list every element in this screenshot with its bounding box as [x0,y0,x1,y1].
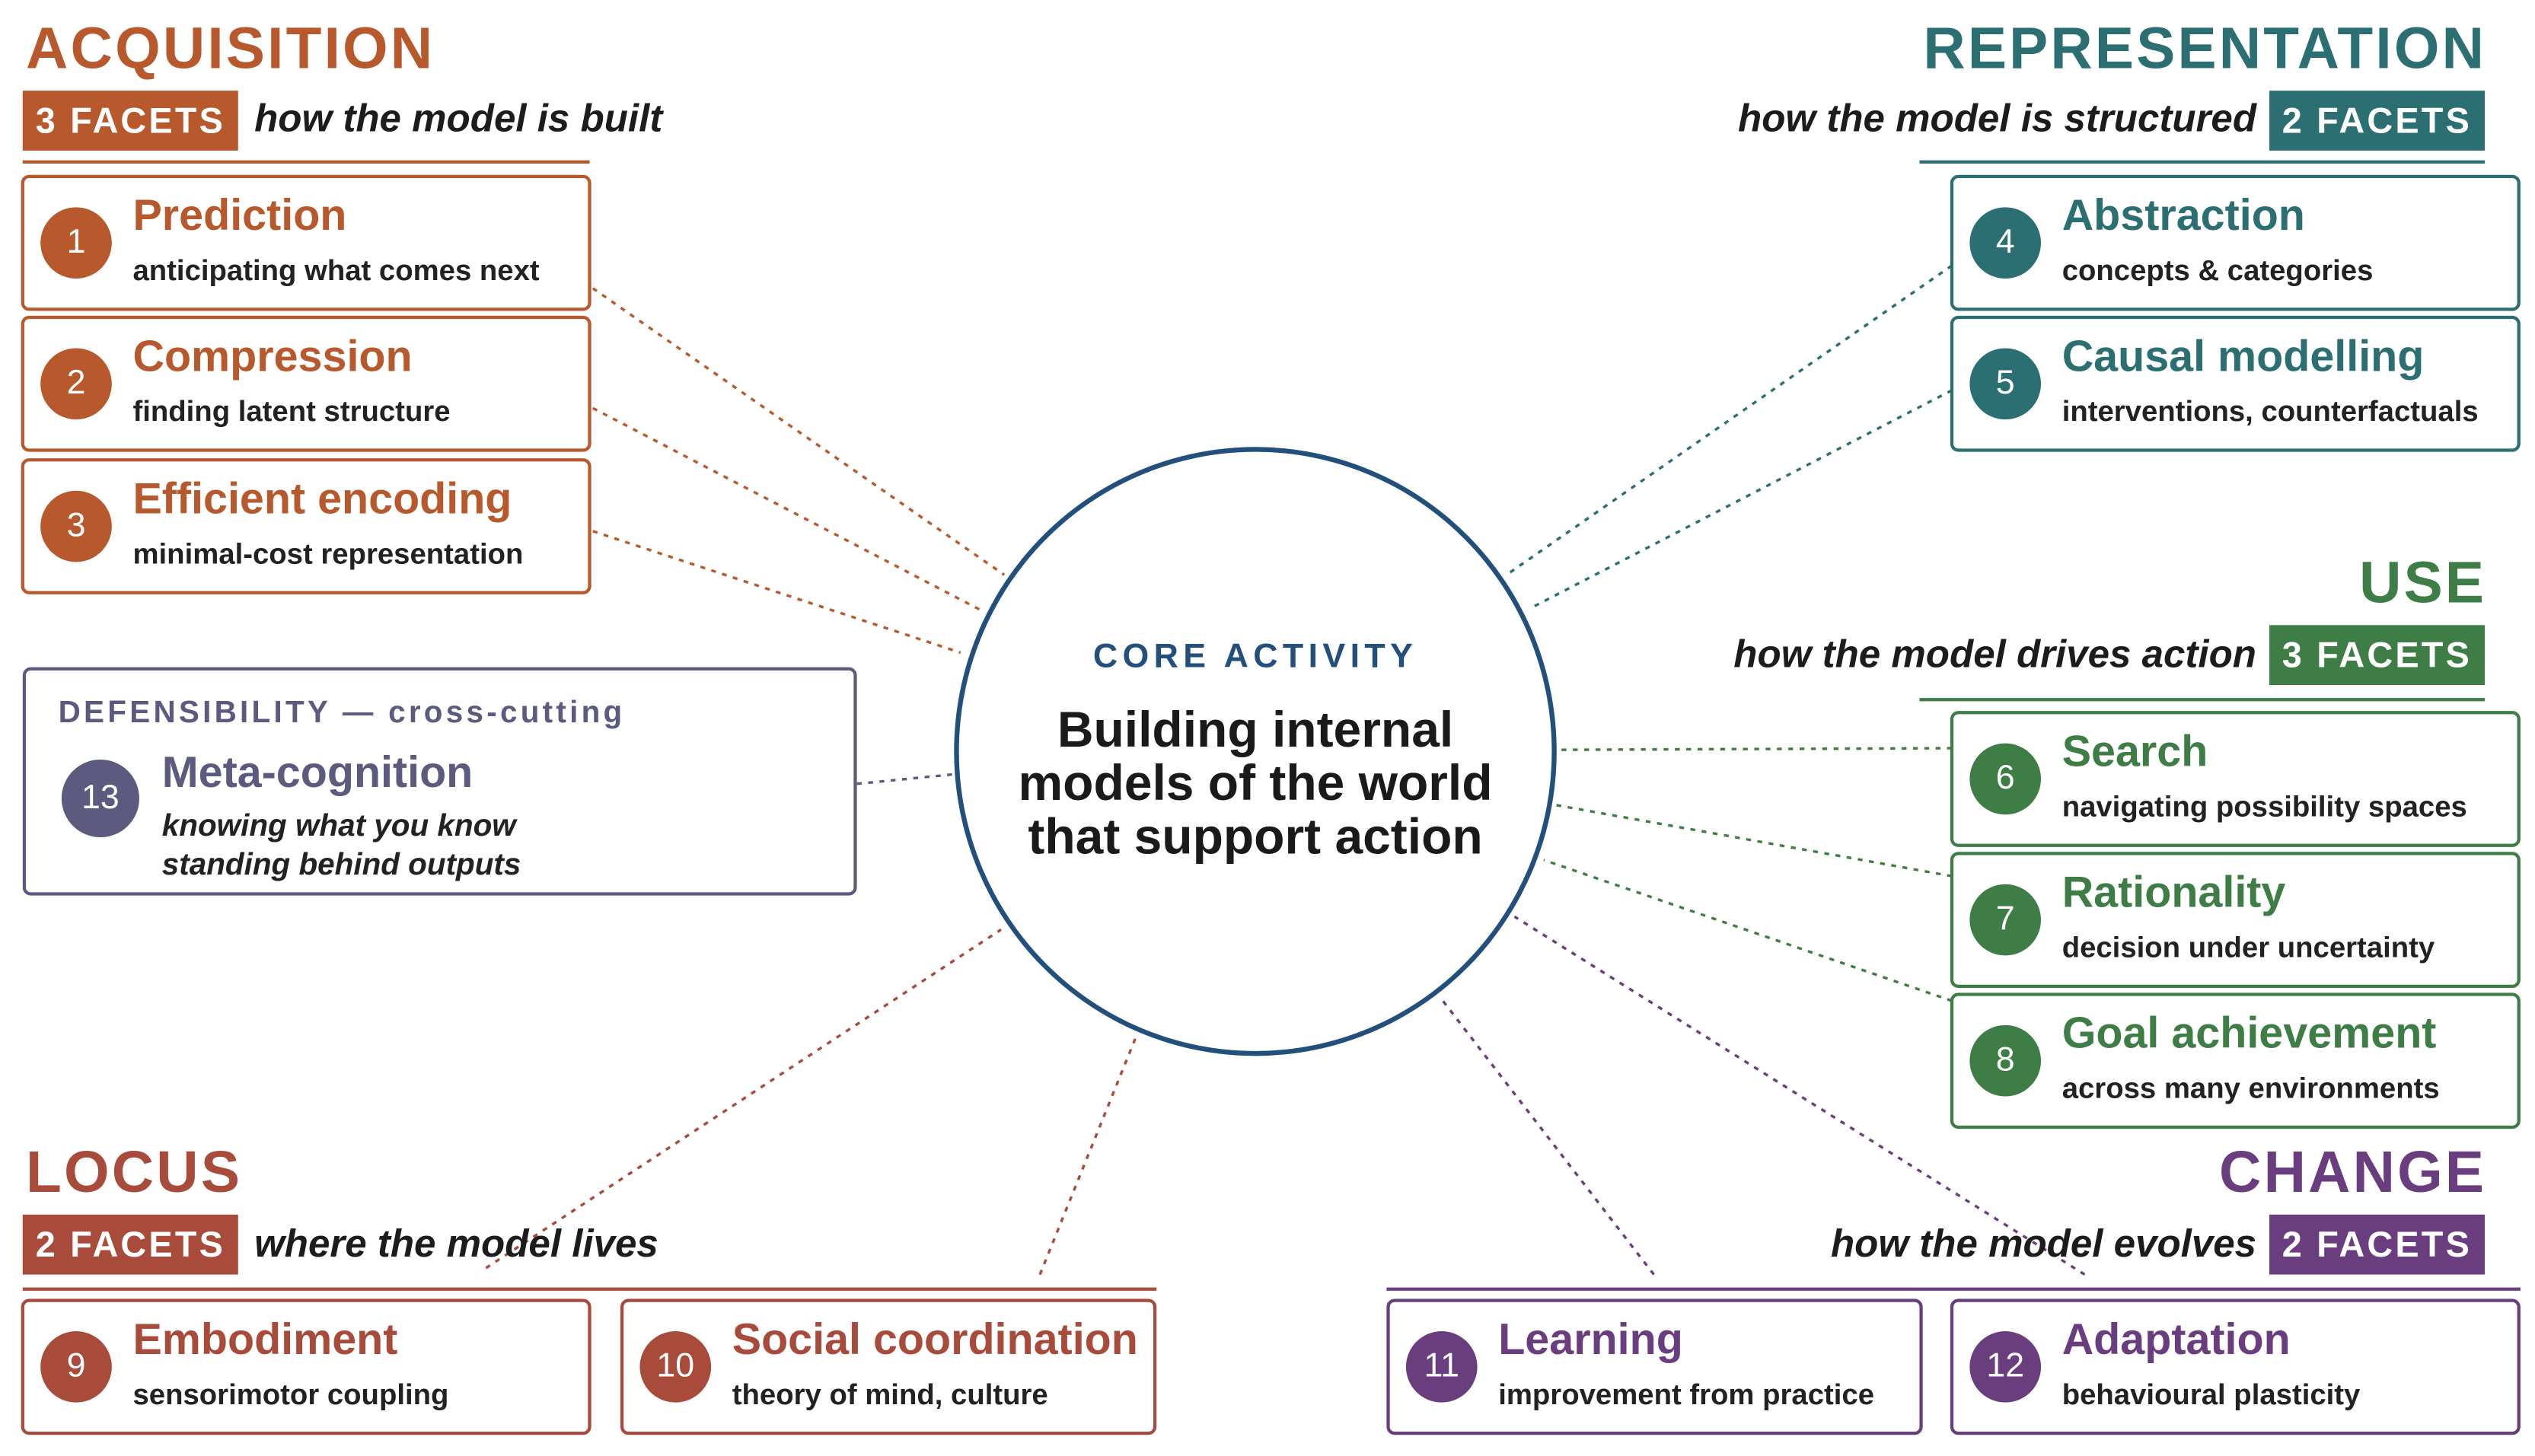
core-line-2: models of the world [1018,754,1493,812]
facet-number-badge: 10 [639,1331,712,1403]
facet-subtitle: theory of mind, culture [732,1378,1048,1411]
use-title: USE [2359,549,2487,616]
facet-subtitle: across many environments [2061,1072,2440,1105]
facet-subtitle: interventions, counterfactuals [2061,395,2479,428]
facet-subtitle: concepts & categories [2061,254,2374,287]
locus-rule [22,1287,1157,1291]
facet-number-badge: 3 [40,490,112,562]
facet-number-badge: 13 [61,759,139,838]
connector-goal-achievement [1543,859,1953,1002]
representation-badge: 2 FACETS [2269,91,2486,151]
facet-title: Efficient encoding [132,474,512,524]
facet-prediction[interactable]: 1 Prediction anticipating what comes nex… [21,174,592,311]
facet-subtitle: decision under uncertainty [2061,931,2435,964]
defensibility-label: DEFENSIBILITY — cross-cutting [58,696,626,731]
use-rule [1919,698,2486,702]
core-activity-circle: CORE ACTIVITY Building internal models o… [954,447,1557,1056]
facet-title: Abstraction [2061,191,2305,240]
change-tagline: how the model evolves [1830,1222,2257,1266]
acquisition-tagline: how the model is built [254,97,663,142]
facet-number-badge: 2 [40,348,112,420]
use-tagline: how the model drives action [1733,632,2257,677]
representation-tagline: how the model is structured [1738,97,2257,142]
locus-tagline: where the model lives [254,1222,658,1266]
connector-abstraction [1505,264,1953,576]
change-rule [1386,1287,2521,1291]
connector-search [1556,747,1953,751]
connector-compression [592,406,983,612]
connector-causal-modelling [1528,389,1953,610]
defensibility-line-2: standing behind outputs [161,848,521,883]
facet-number-badge: 1 [40,207,112,279]
facet-title: Causal modelling [2061,332,2425,381]
connector-meta-cognition [856,773,956,785]
facet-title: Adaptation [2061,1314,2291,1364]
facet-learning[interactable]: 11 Learning improvement from practice [1386,1298,1923,1435]
facet-title: Goal achievement [2061,1008,2437,1058]
facet-social-coordination[interactable]: 10 Social coordination theory of mind, c… [620,1298,1157,1435]
facet-efficient-encoding[interactable]: 3 Efficient encoding minimal-cost repres… [21,458,592,594]
facet-subtitle: improvement from practice [1498,1378,1875,1411]
facet-title: Learning [1498,1314,1683,1364]
core-line-3: that support action [1028,808,1483,865]
facet-subtitle: anticipating what comes next [132,254,540,287]
facet-goal-achievement[interactable]: 8 Goal achievement across many environme… [1950,992,2521,1129]
facet-abstraction[interactable]: 4 Abstraction concepts & categories [1950,174,2521,311]
use-badge: 3 FACETS [2269,625,2486,686]
facet-rationality[interactable]: 7 Rationality decision under uncertainty [1950,852,2521,988]
core-activity-text: Building internal models of the world th… [991,703,1519,863]
facet-number-badge: 12 [1969,1331,2042,1403]
representation-rule [1919,160,2486,164]
facet-title: Meta-cognition [161,748,474,797]
acquisition-title: ACQUISITION [26,14,435,81]
facet-subtitle: finding latent structure [132,395,451,428]
facet-causal-modelling[interactable]: 5 Causal modelling interventions, counte… [1950,315,2521,452]
defensibility-line-1: knowing what you know [161,809,516,844]
facet-title: Compression [132,332,413,381]
acquisition-rule [22,160,590,164]
defensibility-box[interactable]: DEFENSIBILITY — cross-cutting 13 Meta-co… [22,667,857,896]
acquisition-badge: 3 FACETS [22,91,239,151]
facet-compression[interactable]: 2 Compression finding latent structure [21,315,592,452]
facet-embodiment[interactable]: 9 Embodiment sensorimotor coupling [21,1298,592,1435]
connector-prediction [592,287,1006,576]
representation-title: REPRESENTATION [1923,14,2487,81]
facet-number-badge: 5 [1969,348,2042,420]
facet-search[interactable]: 6 Search navigating possibility spaces [1950,711,2521,847]
locus-title: LOCUS [26,1138,243,1206]
change-title: CHANGE [2219,1138,2487,1206]
facet-number-badge: 11 [1405,1331,1478,1403]
facet-subtitle: behavioural plasticity [2061,1378,2361,1411]
connector-learning [1440,998,1655,1276]
facet-subtitle: minimal-cost representation [132,537,524,570]
facet-title: Prediction [132,191,347,240]
facet-title: Search [2061,727,2208,776]
facet-number-badge: 6 [1969,743,2042,815]
connector-embodiment [485,928,1002,1270]
facet-subtitle: sensorimotor coupling [132,1378,449,1411]
core-activity-label: CORE ACTIVITY [1092,638,1418,676]
core-line-1: Building internal [1057,701,1454,758]
facet-number-badge: 9 [40,1331,112,1403]
facet-number-badge: 8 [1969,1024,2042,1097]
connector-efficient-encoding [592,530,961,655]
locus-badge: 2 FACETS [22,1214,239,1275]
facet-title: Social coordination [732,1314,1138,1364]
facet-number-badge: 4 [1969,207,2042,279]
connector-rationality [1554,803,1953,878]
facet-number-badge: 7 [1969,884,2042,956]
facet-title: Embodiment [132,1314,398,1364]
facet-title: Rationality [2061,868,2286,917]
facet-subtitle: navigating possibility spaces [2061,790,2467,823]
connector-social-coordination [1038,1037,1137,1276]
facet-adaptation[interactable]: 12 Adaptation behavioural plasticity [1950,1298,2521,1435]
change-badge: 2 FACETS [2269,1214,2486,1275]
